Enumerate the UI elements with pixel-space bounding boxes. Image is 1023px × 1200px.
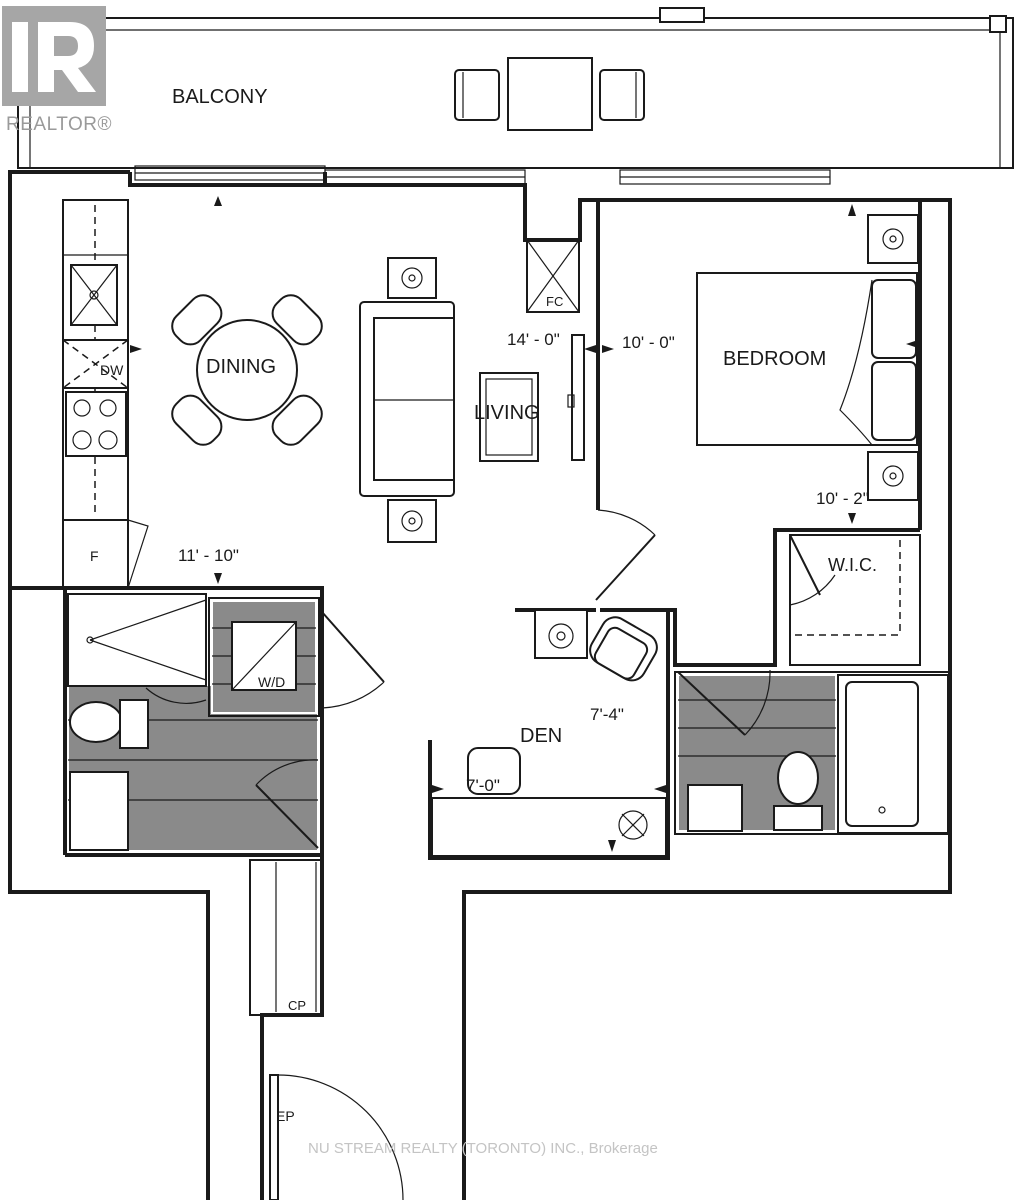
end-tables [387,257,437,543]
bedroom-depth-dim: 10' - 2" [816,489,869,508]
dining-label: DINING [206,356,276,378]
sofa [359,301,455,497]
entry-door [269,1074,404,1200]
washer-dryer-label: W/D [258,674,286,690]
fridge-label: F [90,548,99,564]
bedroom-walls [596,200,922,667]
bedroom-door [595,509,656,601]
bed [696,272,918,446]
coffee-table [479,372,539,462]
night-tables [867,214,919,501]
kitchen-counter [62,199,129,521]
living-label: LIVING [474,402,540,424]
dining-depth-dim: 11' - 10" [178,546,239,565]
dining-table [171,294,323,446]
realtor-logo: REALTOR® [0,0,118,140]
cp-label: CP [288,998,307,1013]
living-width-dim: 14' - 0" [507,330,560,349]
laundry-closet [208,597,385,717]
den-furniture [431,609,667,857]
realtor-mark-icon [2,6,106,106]
den-depth-dim: 7'-4" [590,705,624,724]
walk-in-closet [789,534,921,666]
wic-label: W.I.C. [828,555,877,575]
tv-stand [567,334,585,461]
fridge [62,519,149,589]
fc-label: FC [546,294,564,309]
balcony-table [454,57,645,131]
bedroom-width-dim: 10' - 0" [622,333,675,352]
fan-coil [526,239,580,313]
dw-label: DW [100,362,124,378]
dimension-arrows [130,196,918,852]
entry-corridor [249,855,324,1200]
den-width-dim: 7'-0" [466,776,500,795]
balcony-label: BALCONY [172,86,268,108]
balcony-sliding-doors [134,165,831,185]
realtor-logo-text: REALTOR® [6,114,112,135]
exterior-walls [8,170,952,1200]
den-label: DEN [520,725,563,747]
brokerage-watermark: NU STREAM REALTY (TORONTO) INC., Brokera… [308,1140,658,1157]
bedroom-label: BEDROOM [723,348,827,370]
ensuite-bath [674,669,951,835]
ep-label: EP [276,1108,295,1124]
